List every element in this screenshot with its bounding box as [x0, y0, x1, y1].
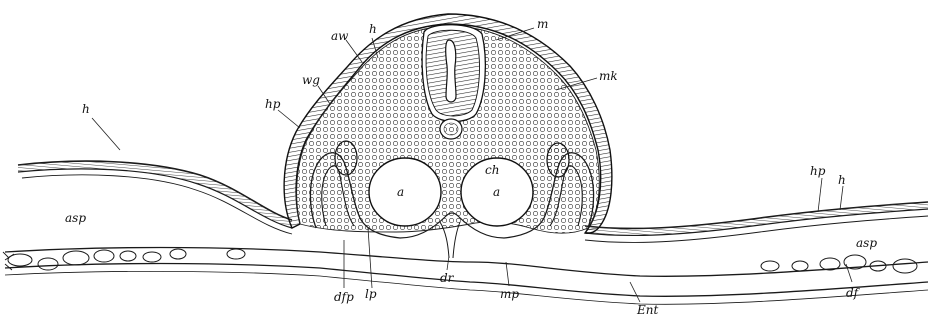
label-hp-left: hp [265, 97, 281, 111]
label-hp-right: hp [810, 164, 826, 178]
upper-layer-left [18, 161, 292, 234]
neural-tube [422, 25, 485, 122]
label-m: m [537, 17, 548, 31]
label-mp: mp [500, 287, 519, 301]
label-mk: mk [599, 69, 618, 83]
label-h-left: h [82, 102, 90, 116]
label-a-right: a [493, 185, 500, 199]
label-h-right: h [838, 173, 846, 187]
label-dfp: dfp [334, 290, 354, 304]
label-asp-right: asp [856, 236, 877, 250]
blood-vessels-right [761, 255, 917, 273]
label-ch: ch [485, 163, 499, 177]
label-asp-left: asp [65, 211, 86, 225]
label-aw: aw [331, 29, 349, 43]
label-h-top: h [369, 22, 377, 36]
label-a-left: a [397, 185, 404, 199]
label-lp: lp [365, 287, 377, 301]
label-df: df [846, 286, 861, 300]
blood-vessels-left [3, 249, 245, 270]
label-wg: wg [302, 73, 320, 87]
label-ent: Ent [636, 303, 658, 317]
label-dr: dr [440, 271, 455, 285]
chorda [440, 119, 462, 139]
